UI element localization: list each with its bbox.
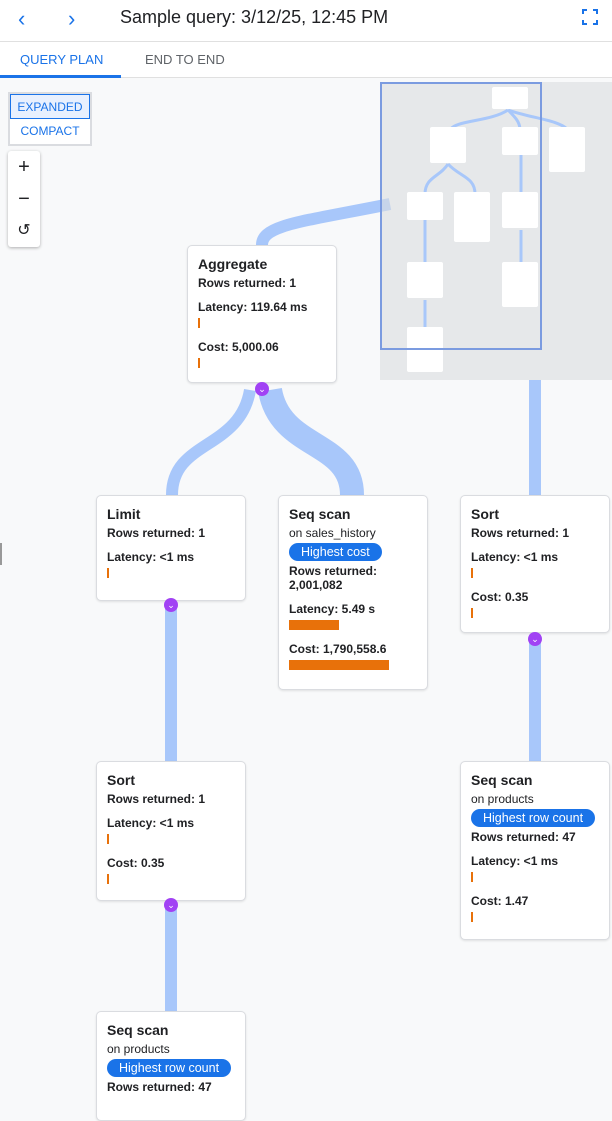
rows-returned: Rows returned: 47: [107, 1080, 212, 1094]
node-sort-left[interactable]: Sort Rows returned: 1 Latency: <1 ms Cos…: [96, 761, 246, 901]
tab-bar: QUERY PLAN END TO END: [0, 42, 612, 78]
cost: Cost: 0.35: [471, 590, 529, 604]
zoom-out-button[interactable]: −: [18, 188, 30, 210]
latency: Latency: <1 ms: [471, 550, 559, 564]
cost: Cost: 5,000.06: [198, 340, 279, 354]
cost-bar: [198, 358, 200, 368]
latency: Latency: 5.49 s: [289, 602, 376, 616]
expand-icon[interactable]: ⌄: [255, 382, 269, 396]
header: ‹ › Sample query: 3/12/25, 12:45 PM: [0, 0, 612, 42]
minimap-node: [502, 127, 538, 155]
cost-bar: [107, 874, 109, 884]
minimap-viewport[interactable]: [380, 82, 542, 350]
zoom-controls: + − ↺: [8, 151, 40, 247]
status-badge: Highest cost: [289, 543, 382, 561]
status-badge: Highest row count: [107, 1059, 232, 1077]
cost: Cost: 1.47: [471, 894, 529, 908]
cost: Cost: 1,790,558.6: [289, 642, 387, 656]
minimap-node: [502, 192, 538, 228]
view-toggle: EXPANDED COMPACT: [8, 92, 92, 146]
compact-button[interactable]: COMPACT: [20, 124, 80, 138]
node-sort-right[interactable]: Sort Rows returned: 1 Latency: <1 ms Cos…: [460, 495, 610, 633]
rows-returned: Rows returned: 1: [107, 792, 206, 806]
minimap-node: [454, 192, 490, 242]
table-name: on products: [471, 792, 534, 806]
minimap-node: [492, 87, 528, 109]
cost-bar: [471, 912, 473, 922]
page-title: Sample query: 3/12/25, 12:45 PM: [120, 7, 389, 27]
fullscreen-icon[interactable]: [582, 9, 598, 25]
node-title: Sort: [107, 772, 135, 788]
node-seq-scan-products-right[interactable]: Seq scan on products Highest row count R…: [460, 761, 610, 940]
table-name: on products: [107, 1042, 170, 1056]
latency-bar: [471, 872, 473, 882]
node-title: Aggregate: [198, 256, 268, 272]
minimap[interactable]: [380, 82, 612, 380]
latency-bar: [289, 620, 339, 630]
node-title: Limit: [107, 506, 141, 522]
active-tab-indicator: [0, 75, 121, 78]
tab-query-plan[interactable]: QUERY PLAN: [20, 52, 104, 67]
latency: Latency: <1 ms: [471, 854, 559, 868]
expand-icon[interactable]: ⌄: [164, 898, 178, 912]
rows-returned: Rows returned:: [289, 564, 378, 578]
minimap-node: [407, 262, 443, 298]
latency: Latency: 119.64 ms: [198, 300, 308, 314]
node-limit[interactable]: Limit Rows returned: 1 Latency: <1 ms: [96, 495, 246, 601]
expand-icon[interactable]: ⌄: [528, 632, 542, 646]
status-badge: Highest row count: [471, 809, 596, 827]
latency-bar: [471, 568, 473, 578]
latency-bar: [107, 568, 109, 578]
rows-returned: Rows returned: 47: [471, 830, 576, 844]
expanded-button[interactable]: EXPANDED: [10, 94, 90, 119]
minimap-node: [407, 192, 443, 220]
reset-zoom-button[interactable]: ↺: [17, 222, 31, 239]
node-aggregate[interactable]: Aggregate Rows returned: 1 Latency: 119.…: [187, 245, 337, 383]
expand-icon[interactable]: ⌄: [164, 598, 178, 612]
node-title: Seq scan: [107, 1022, 169, 1038]
latency: Latency: <1 ms: [107, 816, 195, 830]
edge-parent-aggregate: [256, 198, 392, 246]
minimap-node: [549, 127, 585, 172]
zoom-in-button[interactable]: +: [18, 156, 30, 178]
node-seq-scan-products-bottom[interactable]: Seq scan on products Highest row count R…: [96, 1011, 246, 1121]
latency: Latency: <1 ms: [107, 550, 195, 564]
minimap-node: [430, 127, 466, 163]
node-title: Seq scan: [289, 506, 351, 522]
back-icon[interactable]: ‹: [18, 6, 26, 31]
resize-handle[interactable]: [0, 543, 2, 565]
minimap-node: [502, 262, 538, 307]
table-name: on sales_history: [289, 526, 376, 540]
rows-returned-value: 2,001,082: [289, 578, 343, 592]
cost: Cost: 0.35: [107, 856, 165, 870]
latency-bar: [107, 834, 109, 844]
rows-returned: Rows returned: 1: [471, 526, 570, 540]
edge-aggregate-limit: [166, 388, 256, 496]
tab-end-to-end[interactable]: END TO END: [145, 52, 225, 67]
node-seq-scan-sales-history[interactable]: Seq scan on sales_history Highest cost R…: [278, 495, 428, 690]
cost-bar: [471, 608, 473, 618]
rows-returned: Rows returned: 1: [198, 276, 297, 290]
edge-aggregate-seqscan: [258, 387, 364, 497]
latency-bar: [198, 318, 200, 328]
rows-returned: Rows returned: 1: [107, 526, 206, 540]
cost-bar: [289, 660, 389, 670]
node-title: Sort: [471, 506, 499, 522]
forward-icon[interactable]: ›: [68, 6, 76, 31]
node-title: Seq scan: [471, 772, 533, 788]
